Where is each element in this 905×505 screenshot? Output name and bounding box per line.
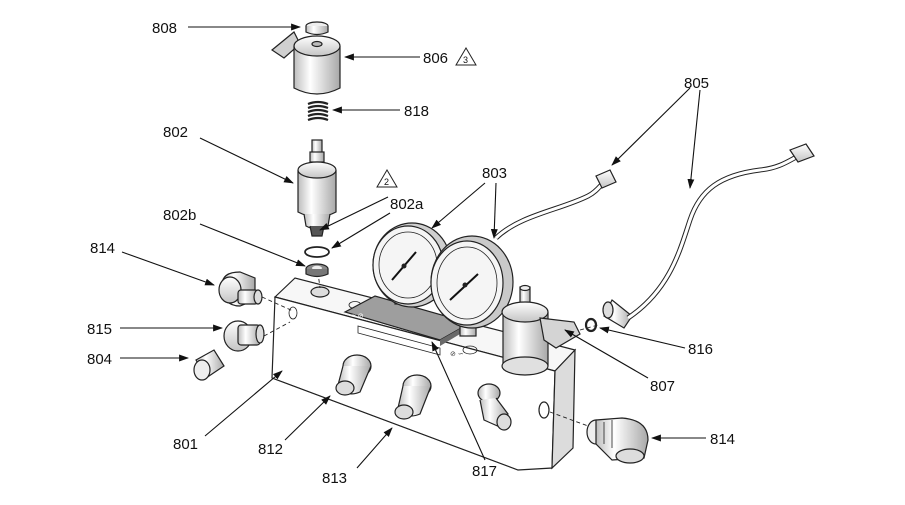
seat-802b: [305, 263, 329, 278]
sensor-cable-805-short: [494, 169, 617, 240]
callout-807: 807: [650, 378, 675, 395]
callout-815: 815: [87, 321, 112, 338]
callout-808: 808: [152, 20, 177, 37]
pressure-gauge-back: [372, 222, 452, 308]
fitting-804: [193, 349, 225, 381]
callout-803: 803: [482, 165, 507, 182]
callout-814-left: 814: [90, 240, 115, 257]
spring-818: [307, 100, 329, 122]
svg-text:⊘ ∽: ⊘ ∽: [450, 351, 464, 358]
leader-lines: [120, 23, 706, 469]
fitting-elbow-front: [477, 383, 512, 431]
o-ring-802a: [304, 246, 330, 258]
callout-814-right: 814: [710, 431, 735, 448]
callout-802b: 802b: [163, 207, 196, 224]
callout-802a: 802a: [390, 196, 424, 213]
callout-805: 805: [684, 75, 709, 92]
callout-801: 801: [173, 436, 198, 453]
svg-text:2: 2: [384, 177, 389, 187]
warning-triangle-3: 3: [455, 47, 477, 66]
cartridge-802: [297, 139, 337, 237]
fitting-814-right: [586, 417, 649, 464]
fitting-813: [394, 374, 432, 420]
svg-text:≈ ⊘: ≈ ⊘: [352, 313, 364, 320]
sensor-cable-805-long: [602, 143, 815, 329]
callout-817: 817: [472, 463, 497, 480]
svg-text:3: 3: [463, 55, 468, 65]
handle-806: [270, 31, 341, 95]
callout-816: 816: [688, 341, 713, 358]
callout-806: 806: [423, 50, 448, 67]
callout-802: 802: [163, 124, 188, 141]
callout-812: 812: [258, 441, 283, 458]
callout-813: 813: [322, 470, 347, 487]
o-ring-816: [584, 317, 598, 333]
fitting-812: [335, 354, 372, 396]
callout-804: 804: [87, 351, 112, 368]
callout-818: 818: [404, 103, 429, 120]
fitting-815: [223, 320, 265, 352]
callout-labels: 808 806 818 802 802b 802a 814 815 804 80…: [87, 20, 735, 487]
valve-807: [501, 284, 581, 376]
warning-triangle-2: 2: [376, 169, 398, 188]
fitting-814-left: [218, 271, 263, 307]
pressure-gauge-front: [430, 235, 514, 337]
cap-808: [305, 21, 329, 36]
